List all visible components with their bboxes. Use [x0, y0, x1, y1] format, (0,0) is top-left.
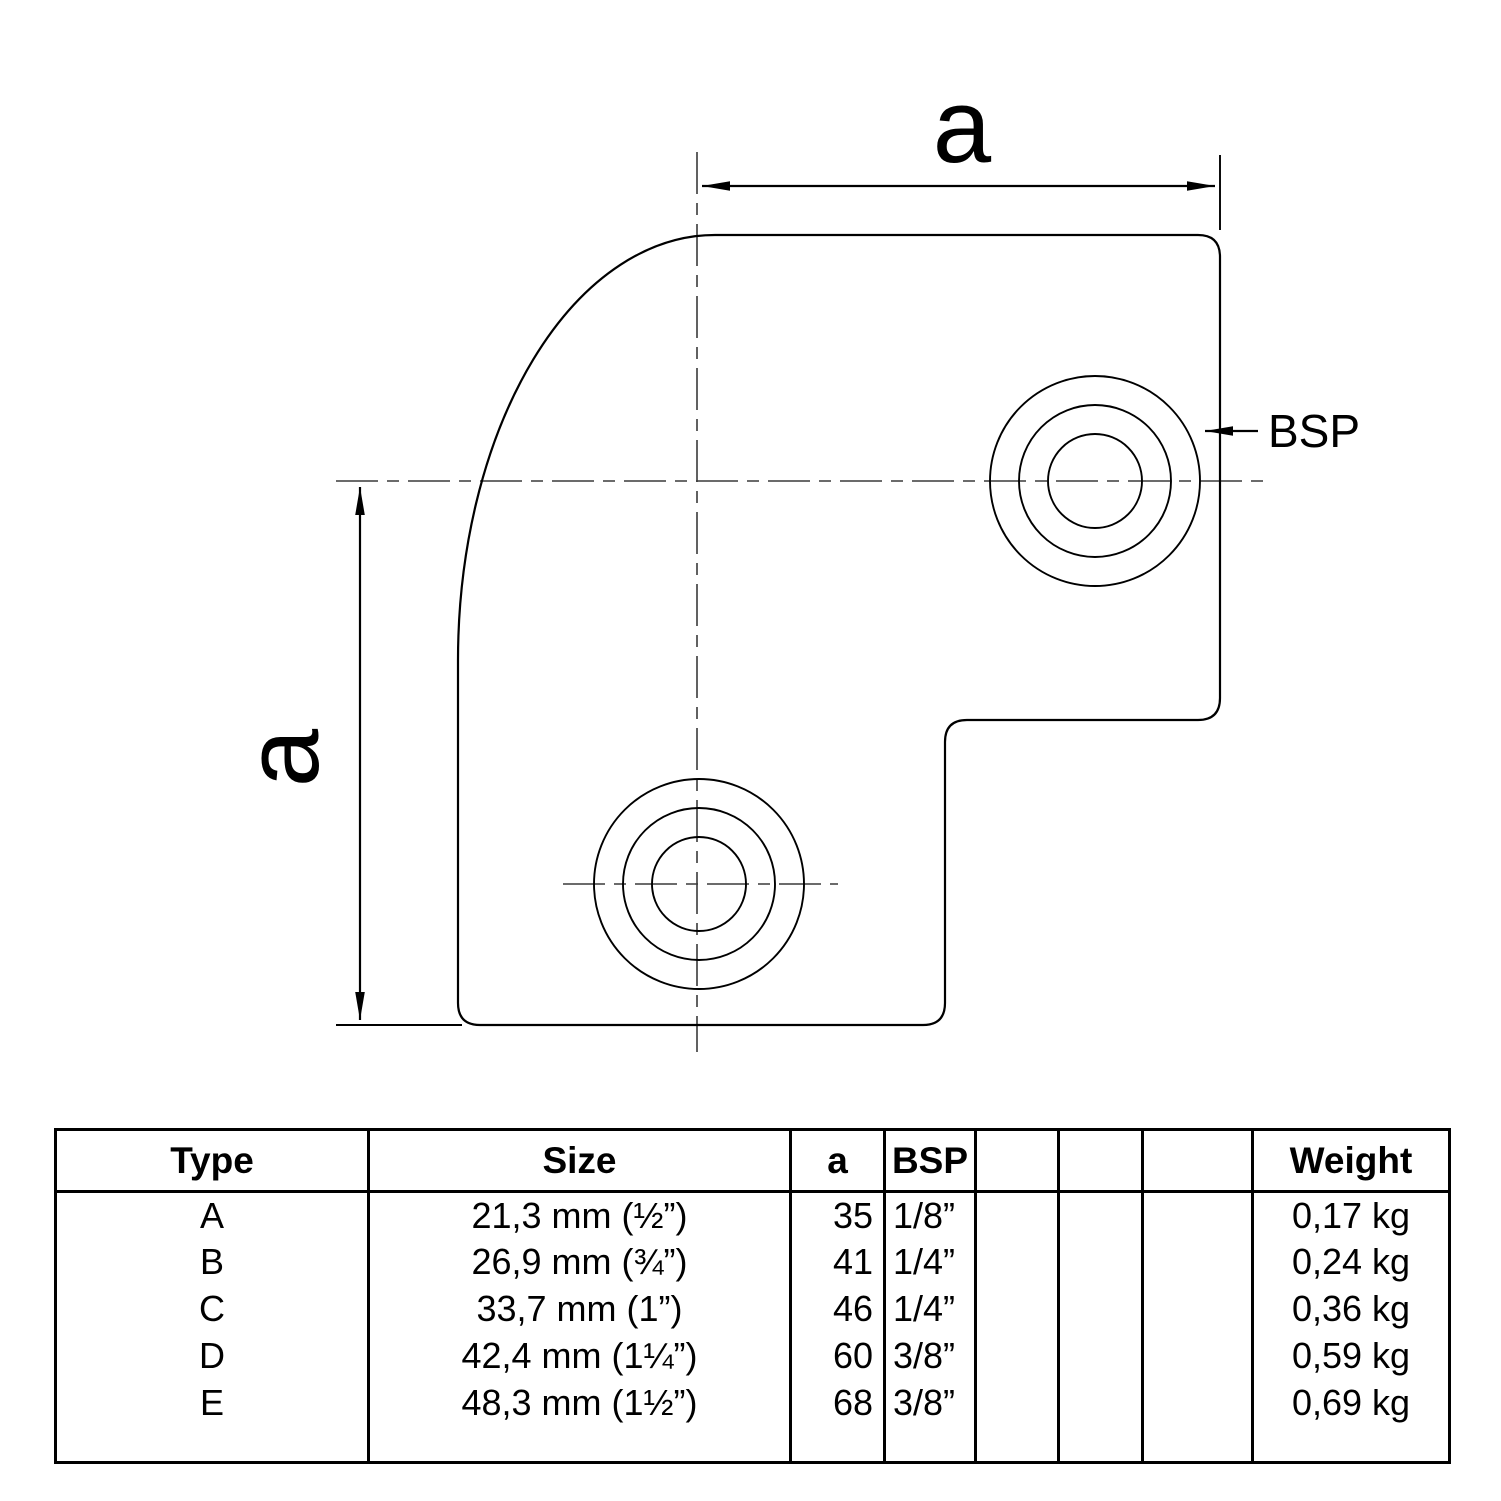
top-socket-middle-circle	[1018, 404, 1172, 558]
elbow-body-outline	[456, 233, 1222, 1027]
table-header-row: Type Size a BSP Weight	[54, 1129, 1451, 1193]
cell-weight: 0,59 kg	[1251, 1332, 1451, 1380]
table-row: A 21,3 mm (½”) 35 1/8” 0,17 kg	[54, 1191, 1451, 1239]
cell-empty	[1141, 1285, 1254, 1333]
top-socket-outer-circle	[989, 375, 1201, 587]
cell-size: 48,3 mm (1½”)	[367, 1379, 792, 1427]
col-header-empty-2	[1057, 1129, 1144, 1193]
cell-a: 60	[789, 1332, 886, 1380]
cell-empty	[1141, 1332, 1254, 1380]
bottom-socket-outer-circle	[593, 778, 805, 990]
cell-size: 21,3 mm (½”)	[367, 1191, 792, 1239]
cell-bsp: 1/4”	[883, 1285, 977, 1333]
cell-type: C	[54, 1285, 370, 1333]
bottom-socket-circles	[593, 778, 805, 990]
dimension-label-a-top: a	[933, 68, 992, 185]
cell-a: 41	[789, 1238, 886, 1286]
table-row: B 26,9 mm (¾”) 41 1/4” 0,24 kg	[54, 1238, 1451, 1286]
cell-size: 42,4 mm (1¼”)	[367, 1332, 792, 1380]
cell-empty	[1141, 1238, 1254, 1286]
cell-weight: 0,69 kg	[1251, 1379, 1451, 1427]
bottom-socket-inner-circle	[651, 836, 747, 932]
col-header-type: Type	[54, 1129, 370, 1193]
col-header-empty-3	[1141, 1129, 1254, 1193]
cell-type: A	[54, 1191, 370, 1239]
cell-empty	[974, 1238, 1060, 1286]
table-row: E 48,3 mm (1½”) 68 3/8” 0,69 kg	[54, 1379, 1451, 1427]
cell-weight: 0,17 kg	[1251, 1191, 1451, 1239]
cell-empty	[974, 1379, 1060, 1427]
cell-size: 33,7 mm (1”)	[367, 1285, 792, 1333]
cell-empty	[1057, 1379, 1144, 1427]
cell-empty	[974, 1191, 1060, 1239]
dimension-label-a-left: a	[224, 728, 341, 787]
cell-size: 26,9 mm (¾”)	[367, 1238, 792, 1286]
center-lines	[336, 152, 1270, 1052]
dimension-left: a	[224, 487, 462, 1026]
technical-drawing: a a BSP	[224, 68, 1360, 1052]
cell-empty	[974, 1332, 1060, 1380]
cell-empty	[1057, 1285, 1144, 1333]
cell-empty	[1141, 1379, 1254, 1427]
bsp-label: BSP	[1268, 405, 1360, 457]
table-row: C 33,7 mm (1”) 46 1/4” 0,36 kg	[54, 1285, 1451, 1333]
cell-type: E	[54, 1379, 370, 1427]
cell-a: 68	[789, 1379, 886, 1427]
cell-bsp: 3/8”	[883, 1332, 977, 1380]
top-socket-inner-circle	[1047, 433, 1143, 529]
col-header-weight: Weight	[1251, 1129, 1451, 1193]
cell-type: B	[54, 1238, 370, 1286]
col-header-bsp: BSP	[883, 1129, 977, 1193]
cell-a: 46	[789, 1285, 886, 1333]
cell-bsp: 3/8”	[883, 1379, 977, 1427]
cell-empty	[1141, 1191, 1254, 1239]
table-row: D 42,4 mm (1¼”) 60 3/8” 0,59 kg	[54, 1332, 1451, 1380]
cell-weight: 0,24 kg	[1251, 1238, 1451, 1286]
cell-bsp: 1/8”	[883, 1191, 977, 1239]
col-header-empty-1	[974, 1129, 1060, 1193]
cell-bsp: 1/4”	[883, 1238, 977, 1286]
cell-empty	[974, 1285, 1060, 1333]
dimension-top: a	[702, 68, 1221, 230]
col-header-a: a	[789, 1129, 886, 1193]
spec-table: Type Size a BSP Weight A 21,3 mm (½”) 35…	[54, 1128, 1451, 1464]
cell-empty	[1057, 1238, 1144, 1286]
cell-a: 35	[789, 1191, 886, 1239]
cell-empty	[1057, 1332, 1144, 1380]
col-header-size: Size	[367, 1129, 792, 1193]
bsp-callout: BSP	[1205, 405, 1360, 457]
top-socket-circles	[989, 375, 1201, 587]
cell-weight: 0,36 kg	[1251, 1285, 1451, 1333]
bottom-socket-middle-circle	[622, 807, 776, 961]
cell-empty	[1057, 1191, 1144, 1239]
table-spacer-row	[54, 1426, 1451, 1463]
cell-type: D	[54, 1332, 370, 1380]
